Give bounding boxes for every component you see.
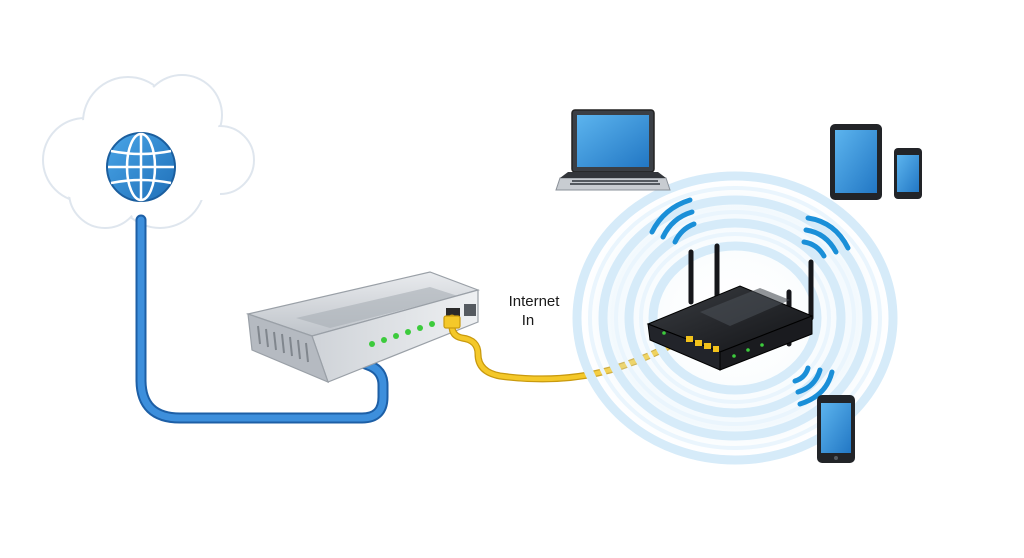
laptop-icon [555, 109, 671, 191]
router-lan-ports [662, 331, 764, 358]
tablet-icon [830, 124, 882, 200]
globe-icon [106, 132, 176, 202]
wifi-signal-icon [792, 365, 835, 407]
wifi-signal-icon [801, 215, 851, 259]
smartphone-icon [894, 148, 922, 199]
smartphone-icon [817, 395, 855, 463]
wifi-signal-icon [649, 197, 697, 245]
internet-in-label-line-2: In [521, 312, 535, 329]
wireless-router-icon [646, 243, 814, 371]
modem-ethernet-port [446, 304, 476, 318]
modem-icon [245, 271, 480, 384]
modem-status-leds [369, 321, 435, 347]
internet-in-label-line-1: Internet [508, 293, 560, 310]
